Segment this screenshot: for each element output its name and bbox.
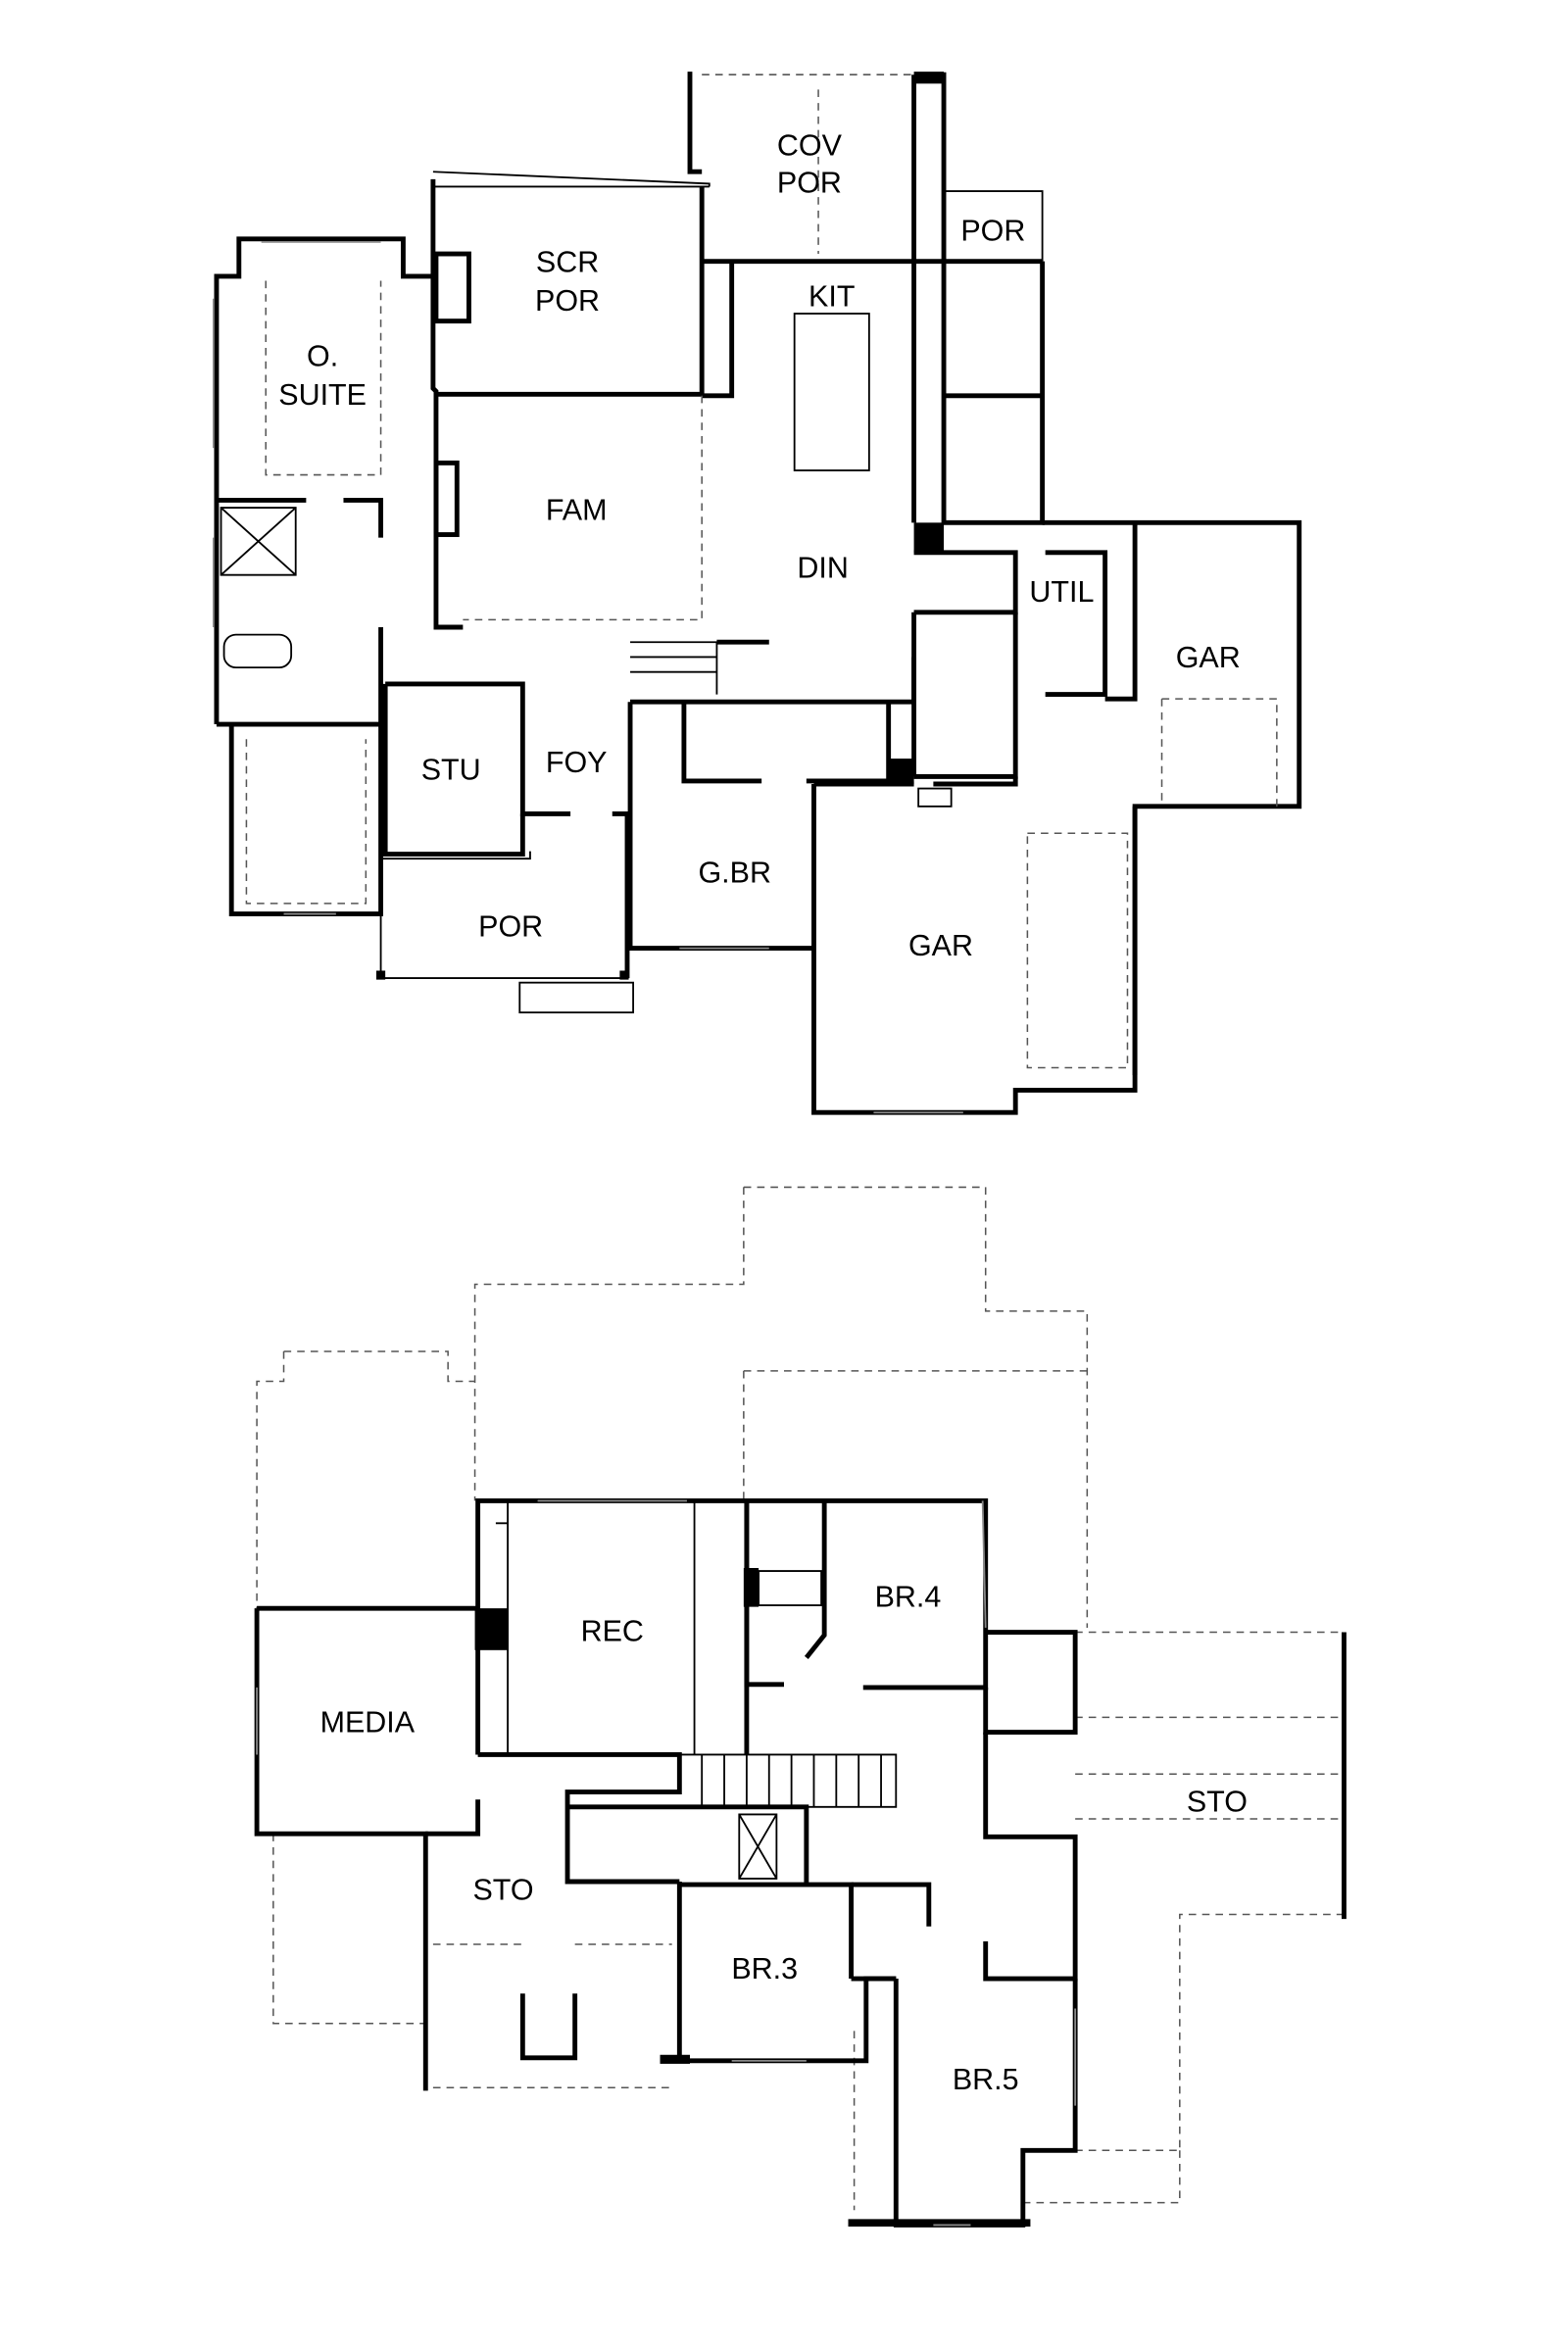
room-label-gar: GAR: [1176, 641, 1241, 674]
room-label-suite: O.: [307, 339, 338, 372]
room-label-scr-por: POR: [535, 284, 600, 318]
room-label-din: DIN: [797, 552, 848, 585]
room-label-br5: BR.5: [953, 2063, 1019, 2096]
room-label-stu: STU: [421, 753, 481, 786]
room-label-sto-left: STO: [472, 1873, 533, 1906]
room-label-foy: FOY: [546, 746, 608, 779]
room-label-por-front: POR: [478, 909, 543, 943]
room-label-util: UTIL: [1029, 575, 1094, 609]
room-label-cov-por: POR: [777, 167, 842, 200]
first-floor-plan: COV POR POR SCR POR KIT O. SUITE FAM DIN…: [212, 72, 1302, 1115]
room-label-br3: BR.3: [731, 1952, 798, 1985]
second-floor-plan: REC BR.4 MEDIA STO STO BR.3 BR.5: [254, 1186, 1347, 2228]
room-label-br4: BR.4: [875, 1581, 942, 1614]
room-label-gbr: G.BR: [698, 857, 771, 890]
room-label-por-rear: POR: [960, 214, 1025, 247]
room-label-suite: SUITE: [278, 378, 367, 412]
room-label-sto-right: STO: [1187, 1785, 1248, 1818]
room-label-media: MEDIA: [320, 1706, 416, 1740]
room-label-scr-por: SCR: [536, 245, 599, 278]
room-label-kit: KIT: [808, 279, 855, 313]
room-label-cov-por: COV: [777, 128, 843, 162]
room-label-fam: FAM: [546, 493, 608, 526]
room-label-gar-main: GAR: [908, 929, 973, 962]
room-label-rec: REC: [581, 1615, 644, 1648]
